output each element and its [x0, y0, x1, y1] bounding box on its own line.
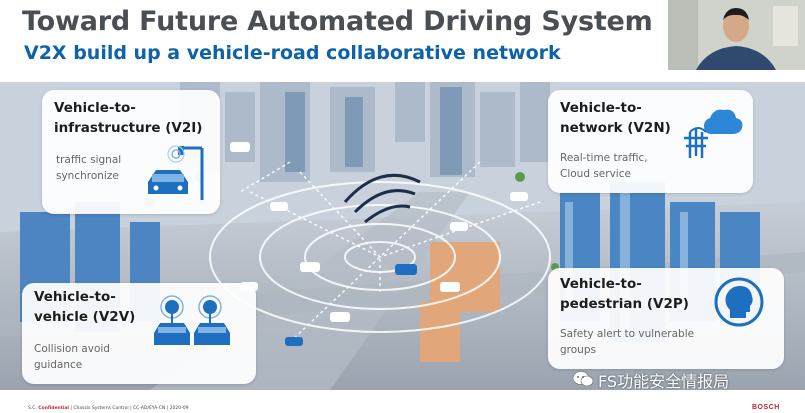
car-traffic-signal-icon	[148, 145, 204, 200]
v2v-desc-line1: Collision avoid	[34, 343, 110, 355]
footer-details: | Chassis Systems Control | CC-AD/EYA-CN…	[70, 406, 189, 411]
v2p-card: Vehicle-to- pedestrian (V2P) Safety aler…	[548, 268, 784, 369]
v2p-desc-line2: groups	[560, 344, 596, 356]
v2p-desc-line1: Safety alert to vulnerable	[560, 328, 695, 340]
v2p-title-line1: Vehicle-to-	[560, 276, 642, 292]
footer-text: S.C. Confidential | Chassis Systems Cont…	[28, 406, 188, 411]
pedestrian-head-icon	[714, 277, 764, 327]
watermark-text: FS功能安全情报局	[598, 372, 730, 391]
v2n-title-line1: Vehicle-to-	[560, 100, 642, 116]
v2n-card: Vehicle-to- network (V2N) Real-time traf…	[548, 90, 753, 193]
v2i-desc-line1: traffic signal	[56, 154, 122, 166]
slide-footer: S.C. Confidential | Chassis Systems Cont…	[0, 390, 805, 413]
bosch-logo: BOSCH	[752, 404, 780, 411]
presenter-webcam	[668, 0, 805, 70]
two-cars-icon	[154, 295, 230, 345]
v2n-title-line2: network (V2N)	[560, 120, 671, 136]
v2v-desc-line2: guidance	[34, 359, 83, 371]
wechat-icon	[572, 371, 594, 387]
antenna-cloud-icon	[684, 109, 743, 158]
slide-title: Toward Future Automated Driving System	[22, 6, 653, 37]
v2n-desc-line2: Cloud service	[560, 168, 631, 180]
v2v-title-line2: vehicle (V2V)	[34, 309, 136, 325]
v2i-card: Vehicle-to- infrastructure (V2I) traffic…	[42, 90, 220, 214]
slide-subtitle: V2X build up a vehicle-road collaborativ…	[24, 42, 561, 64]
v2i-title-line1: Vehicle-to-	[54, 100, 136, 116]
v2v-card: Vehicle-to- vehicle (V2V) Collision avoi…	[22, 283, 256, 384]
v2p-title-line2: pedestrian (V2P)	[560, 296, 689, 312]
v2i-desc-line2: synchronize	[56, 170, 119, 182]
v2v-title-line1: Vehicle-to-	[34, 289, 116, 305]
footer-confidential: Confidential	[38, 406, 69, 411]
v2n-desc-line1: Real-time traffic,	[560, 152, 648, 164]
v2i-title-line2: infrastructure (V2I)	[54, 120, 203, 136]
footer-prefix: S.C.	[28, 406, 37, 411]
presenter-video-image	[668, 0, 805, 70]
